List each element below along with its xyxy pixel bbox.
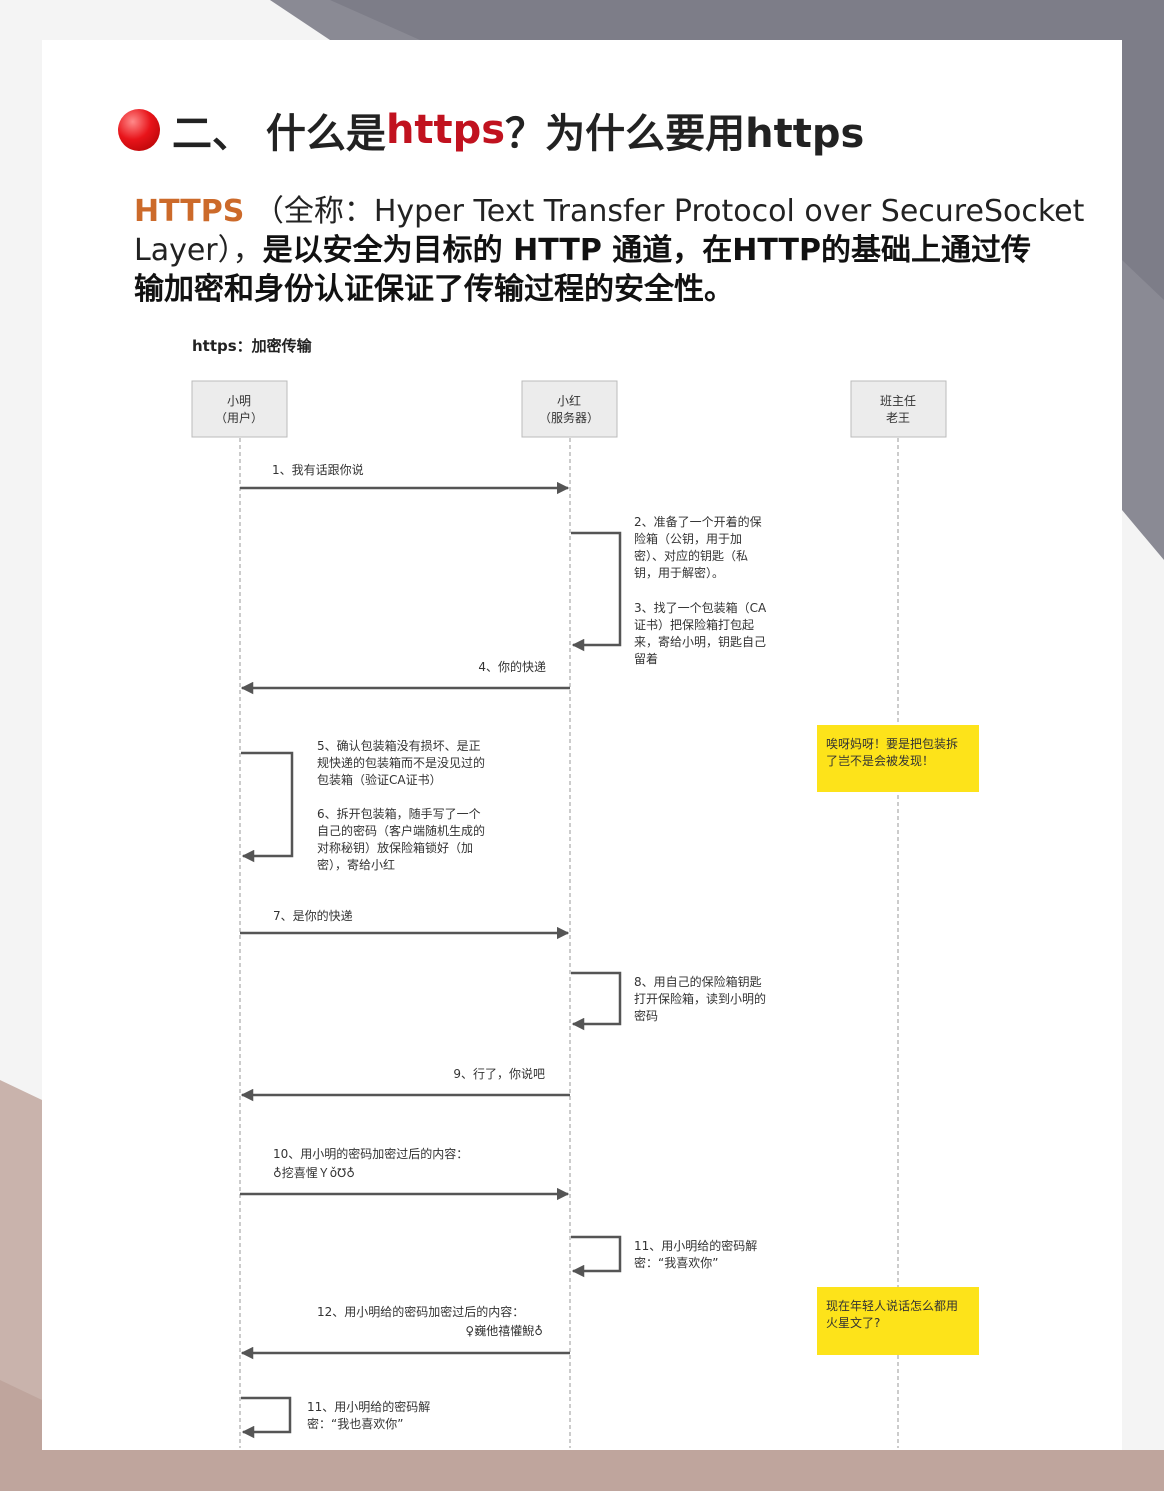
svg-text:3、找了一个包装箱（CA: 3、找了一个包装箱（CA bbox=[634, 600, 767, 615]
svg-text:包装箱（验证CA证书）: 包装箱（验证CA证书） bbox=[317, 772, 442, 787]
actor-label: 班主任 bbox=[880, 394, 916, 408]
actor-label: 小红 bbox=[557, 393, 581, 408]
intro-line2-bold: 是以安全为目标的 HTTP 通道，在HTTP的基础上通过传 bbox=[262, 233, 1031, 268]
diagram-title: https：加密传输 bbox=[192, 337, 313, 355]
note-laowang-1: 唉呀妈呀！要是把包装拆 了岂不是会被发现！ bbox=[817, 725, 979, 792]
svg-text:11、用小明给的密码解: 11、用小明给的密码解 bbox=[634, 1238, 757, 1253]
svg-text:11、用小明给的密码解: 11、用小明给的密码解 bbox=[307, 1399, 430, 1414]
step-6-label: 6、拆开包装箱，随手写了一个 自己的密码（客户端随机生成的 对称秘钥）放保险箱锁… bbox=[317, 806, 485, 872]
heading-accent: https bbox=[385, 107, 506, 153]
svg-text:密）、对应的钥匙（私: 密）、对应的钥匙（私 bbox=[634, 548, 748, 563]
svg-text:对称秘钥）放保险箱锁好（加: 对称秘钥）放保险箱锁好（加 bbox=[317, 840, 473, 855]
svg-text:自己的密码（客户端随机生成的: 自己的密码（客户端随机生成的 bbox=[317, 823, 485, 838]
actor-role: （用户） bbox=[215, 410, 263, 425]
svg-text:6、拆开包装箱，随手写了一个: 6、拆开包装箱，随手写了一个 bbox=[317, 806, 481, 821]
step-2-label: 2、准备了一个开着的保 险箱（公钥，用于加 密）、对应的钥匙（私 钥，用于解密）… bbox=[634, 514, 762, 580]
svg-text:规快递的包装箱而不是没见过的: 规快递的包装箱而不是没见过的 bbox=[317, 755, 485, 770]
step-5-label: 5、确认包装箱没有损坏、是正 规快递的包装箱而不是没见过的 包装箱（验证CA证书… bbox=[317, 738, 485, 787]
loop-step-13 bbox=[241, 1396, 292, 1439]
step-7-label: 7、是你的快递 bbox=[273, 908, 353, 923]
svg-text:5、确认包装箱没有损坏、是正: 5、确认包装箱没有损坏、是正 bbox=[317, 738, 481, 753]
actor-role: （服务器） bbox=[539, 410, 599, 425]
svg-text:♁挖喜惺Ｙǒ℧♁: ♁挖喜惺Ｙǒ℧♁ bbox=[273, 1165, 355, 1180]
loop-step-2-3 bbox=[571, 531, 622, 652]
actor-role: 老王 bbox=[886, 411, 910, 425]
step-4-label: 4、你的快递 bbox=[478, 659, 546, 674]
step-3-label: 3、找了一个包装箱（CA 证书）把保险箱打包起 来，寄给小明，钥匙自己 留着 bbox=[634, 600, 767, 666]
svg-text:密），寄给小红: 密），寄给小红 bbox=[317, 857, 395, 872]
loop-step-5-6 bbox=[241, 751, 294, 863]
svg-text:了岂不是会被发现！: 了岂不是会被发现！ bbox=[826, 753, 934, 768]
svg-text:火星文了?: 火星文了? bbox=[826, 1315, 880, 1330]
step-1-label: 1、我有话跟你说 bbox=[272, 462, 364, 477]
svg-text:10、用小明的密码加密过后的内容：: 10、用小明的密码加密过后的内容： bbox=[273, 1146, 468, 1161]
svg-text:险箱（公钥，用于加: 险箱（公钥，用于加 bbox=[634, 531, 742, 546]
heading-suffix: ？为什么要用https bbox=[505, 111, 865, 157]
step-8-label: 8、用自己的保险箱钥匙 打开保险箱，读到小明的 密码 bbox=[634, 974, 766, 1023]
loop-step-8 bbox=[571, 971, 622, 1031]
svg-text:密：“我喜欢你”: 密：“我喜欢你” bbox=[634, 1255, 718, 1270]
svg-text:唉呀妈呀！要是把包装拆: 唉呀妈呀！要是把包装拆 bbox=[826, 736, 958, 751]
intro-line2-plain: Layer）， bbox=[134, 233, 263, 268]
step-13-label: 11、用小明给的密码解 密：“我也喜欢你” bbox=[307, 1399, 430, 1431]
actor-laowang: 班主任 老王 bbox=[850, 380, 947, 438]
intro-line1: （全称：Hyper Text Transfer Protocol over Se… bbox=[253, 194, 1085, 229]
loop-step-11 bbox=[571, 1235, 622, 1278]
intro-paragraph: HTTPS （全称：Hyper Text Transfer Protocol o… bbox=[134, 192, 1084, 309]
note-laowang-2: 现在年轻人说话怎么都用 火星文了? bbox=[817, 1287, 979, 1355]
step-12-label: 12、用小明给的密码加密过后的内容： ♀巍他禧懽鯢♁ bbox=[317, 1304, 543, 1338]
svg-text:证书）把保险箱打包起: 证书）把保险箱打包起 bbox=[634, 617, 754, 632]
svg-text:♀巍他禧懽鯢♁: ♀巍他禧懽鯢♁ bbox=[465, 1323, 543, 1338]
svg-text:来，寄给小明，钥匙自己: 来，寄给小明，钥匙自己 bbox=[634, 634, 766, 649]
svg-text:留着: 留着 bbox=[634, 651, 658, 666]
step-11-label: 11、用小明给的密码解 密：“我喜欢你” bbox=[634, 1238, 757, 1270]
actor-xiaohong: 小红 （服务器） bbox=[521, 380, 618, 438]
intro-keyword: HTTPS bbox=[134, 194, 245, 229]
svg-text:密码: 密码 bbox=[634, 1008, 658, 1023]
svg-text:密：“我也喜欢你”: 密：“我也喜欢你” bbox=[307, 1416, 403, 1431]
svg-text:现在年轻人说话怎么都用: 现在年轻人说话怎么都用 bbox=[826, 1298, 958, 1313]
step-9-label: 9、行了，你说吧 bbox=[453, 1066, 545, 1081]
svg-text:钥，用于解密）。: 钥，用于解密）。 bbox=[634, 565, 724, 580]
actor-label: 小明 bbox=[227, 394, 251, 408]
svg-text:8、用自己的保险箱钥匙: 8、用自己的保险箱钥匙 bbox=[634, 974, 762, 989]
actor-xiaoming: 小明 （用户） bbox=[191, 380, 288, 438]
heading-prefix: 二、 什么是 bbox=[172, 111, 386, 157]
intro-line3-bold: 输加密和身份认证保证了传输过程的安全性。 bbox=[134, 272, 734, 307]
red-dot-icon bbox=[118, 109, 160, 151]
svg-text:12、用小明给的密码加密过后的内容：: 12、用小明给的密码加密过后的内容： bbox=[317, 1304, 524, 1319]
svg-text:打开保险箱，读到小明的: 打开保险箱，读到小明的 bbox=[634, 991, 766, 1006]
step-10-label: 10、用小明的密码加密过后的内容： ♁挖喜惺Ｙǒ℧♁ bbox=[273, 1146, 468, 1180]
svg-text:2、准备了一个开着的保: 2、准备了一个开着的保 bbox=[634, 514, 762, 529]
